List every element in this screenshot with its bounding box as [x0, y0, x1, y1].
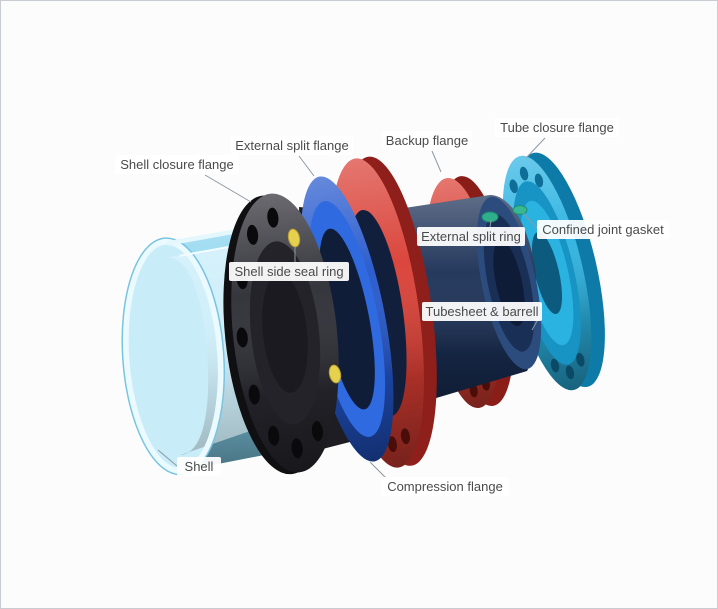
bolt-hole [248, 384, 260, 405]
shell-side-seal-ring-part [328, 364, 342, 384]
shell-closure-flange-bore [262, 273, 308, 393]
label-shell: Shell [177, 457, 221, 476]
leader-line [522, 212, 538, 229]
shell-end-opening [125, 241, 221, 472]
label-chip [417, 227, 525, 246]
bolt-hole [268, 425, 280, 446]
leader-line [431, 150, 442, 173]
label-text: Tubesheet & barrell [426, 304, 539, 319]
label-chip [382, 131, 472, 150]
bolt-hole [291, 438, 303, 459]
bolt-hole [311, 421, 324, 442]
leader-line [489, 219, 492, 228]
label-chip [115, 155, 239, 174]
label-chip [177, 457, 221, 476]
label-text: Backup flange [386, 133, 468, 148]
tube-closure-flange-bore [531, 231, 563, 315]
label-chip [495, 118, 619, 137]
leader-line [204, 174, 252, 203]
label-text: Shell closure flange [120, 157, 233, 172]
bolt-hole [236, 327, 248, 348]
label-tubesheet-barrell: Tubesheet & barrell [422, 302, 542, 321]
label-shell-side-seal-ring: Shell side seal ring [229, 262, 349, 281]
bolt-hole [519, 166, 529, 181]
bolt-hole [267, 207, 279, 228]
bolt-hole [246, 224, 259, 245]
confined-joint-gasket-part [512, 205, 528, 215]
label-compression-flange: Compression flange [381, 477, 509, 496]
label-chip [537, 220, 669, 239]
shell-side-seal-ring-part [287, 228, 301, 248]
bolt-hole [400, 428, 411, 445]
label-text: Shell side seal ring [234, 264, 343, 279]
label-text: Tube closure flange [500, 120, 614, 135]
bolt-hole [576, 352, 585, 367]
label-text: Compression flange [387, 479, 503, 494]
label-external-split-flange: External split flange [231, 136, 353, 155]
label-backup-flange: Backup flange [382, 131, 472, 150]
label-text: External split ring [421, 229, 521, 244]
external-split-ring-part [481, 211, 499, 223]
bolt-hole [550, 358, 560, 373]
label-text: External split flange [235, 138, 348, 153]
label-text: Confined joint gasket [542, 222, 664, 237]
leader-line [369, 461, 387, 479]
leader-line [298, 155, 315, 177]
leader-line [157, 449, 178, 467]
label-chip [422, 302, 542, 321]
bolt-hole [534, 173, 544, 188]
label-chip [231, 136, 353, 155]
bolt-hole [387, 436, 397, 453]
callouts: Shell closure flange External split flan… [115, 118, 669, 496]
bolt-hole [565, 365, 575, 380]
leader-line [525, 137, 546, 159]
label-shell-closure-flange: Shell closure flange [115, 155, 239, 174]
label-text: Shell [185, 459, 214, 474]
label-tube-closure-flange: Tube closure flange [495, 118, 619, 137]
label-chip [229, 262, 349, 281]
label-chip [381, 477, 509, 496]
label-external-split-ring: External split ring [417, 227, 525, 246]
label-confined-joint-gasket: Confined joint gasket [537, 220, 669, 239]
bolt-hole [509, 179, 518, 194]
